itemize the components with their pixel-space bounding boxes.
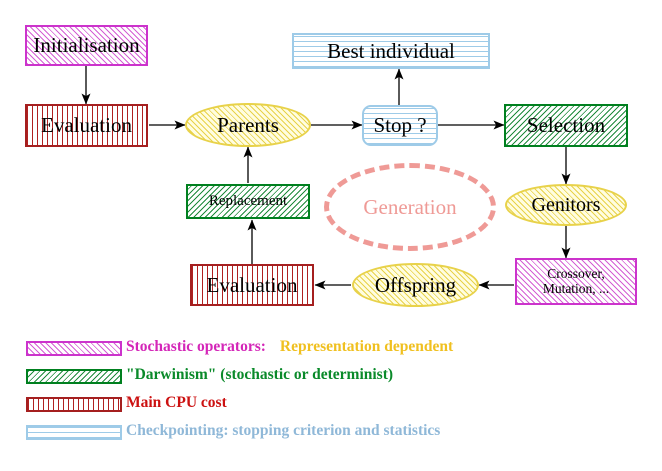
node-label: Initialisation bbox=[33, 33, 140, 58]
node-label: Selection bbox=[526, 113, 606, 138]
node-label-line1: Crossover, bbox=[547, 266, 605, 282]
node-replacement[interactable]: Replacement bbox=[186, 184, 310, 219]
node-initialisation[interactable]: Initialisation bbox=[25, 25, 148, 66]
legend-row-stochastic: Stochastic operators: Representation depe… bbox=[0, 336, 662, 364]
node-label: Evaluation bbox=[41, 113, 132, 138]
node-label: Evaluation bbox=[206, 272, 298, 297]
legend-swatch-cpu-cost bbox=[26, 397, 122, 412]
node-label: Stop ? bbox=[373, 113, 427, 138]
node-label: Genitors bbox=[531, 193, 601, 216]
node-evaluation-bottom[interactable]: Evaluation bbox=[190, 264, 314, 306]
node-evaluation-top[interactable]: Evaluation bbox=[25, 104, 148, 147]
node-label: Best individual bbox=[327, 38, 455, 63]
legend-row-darwinism: "Darwinism" (stochastic or determinist) bbox=[0, 364, 662, 392]
legend-row-checkpointing: Checkpointing: stopping criterion and st… bbox=[0, 420, 662, 448]
node-generation-cycle: Generation bbox=[324, 163, 496, 251]
node-stop[interactable]: Stop ? bbox=[362, 105, 438, 146]
node-label: Generation bbox=[363, 194, 457, 219]
node-label-line2: Mutation, ... bbox=[542, 280, 610, 296]
legend-text-extra: Representation dependent bbox=[279, 338, 454, 355]
node-label: Offspring bbox=[374, 272, 457, 297]
legend-text-main: Stochastic operators: bbox=[126, 338, 266, 355]
node-crossover-mutation[interactable]: Crossover, Mutation, ... bbox=[515, 258, 637, 305]
legend-swatch-stochastic-operators bbox=[26, 341, 122, 356]
node-selection[interactable]: Selection bbox=[504, 104, 628, 147]
node-genitors[interactable]: Genitors bbox=[505, 184, 627, 226]
node-label: Replacement bbox=[208, 192, 288, 209]
legend-swatch-darwinism bbox=[26, 369, 122, 384]
legend-label-stochastic-operators: Stochastic operators: Representation depe… bbox=[126, 338, 453, 356]
legend: Stochastic operators: Representation depe… bbox=[0, 336, 662, 448]
legend-row-cpu-cost: Main CPU cost bbox=[0, 392, 662, 420]
legend-swatch-checkpointing bbox=[26, 425, 122, 440]
node-label: Parents bbox=[217, 112, 279, 137]
node-parents[interactable]: Parents bbox=[185, 103, 311, 147]
node-best-individual[interactable]: Best individual bbox=[292, 33, 490, 69]
legend-label-checkpointing: Checkpointing: stopping criterion and st… bbox=[126, 422, 441, 439]
legend-label-darwinism: "Darwinism" (stochastic or determinist) bbox=[126, 366, 394, 383]
node-offspring[interactable]: Offspring bbox=[352, 263, 479, 307]
legend-label-cpu-cost: Main CPU cost bbox=[126, 394, 227, 411]
